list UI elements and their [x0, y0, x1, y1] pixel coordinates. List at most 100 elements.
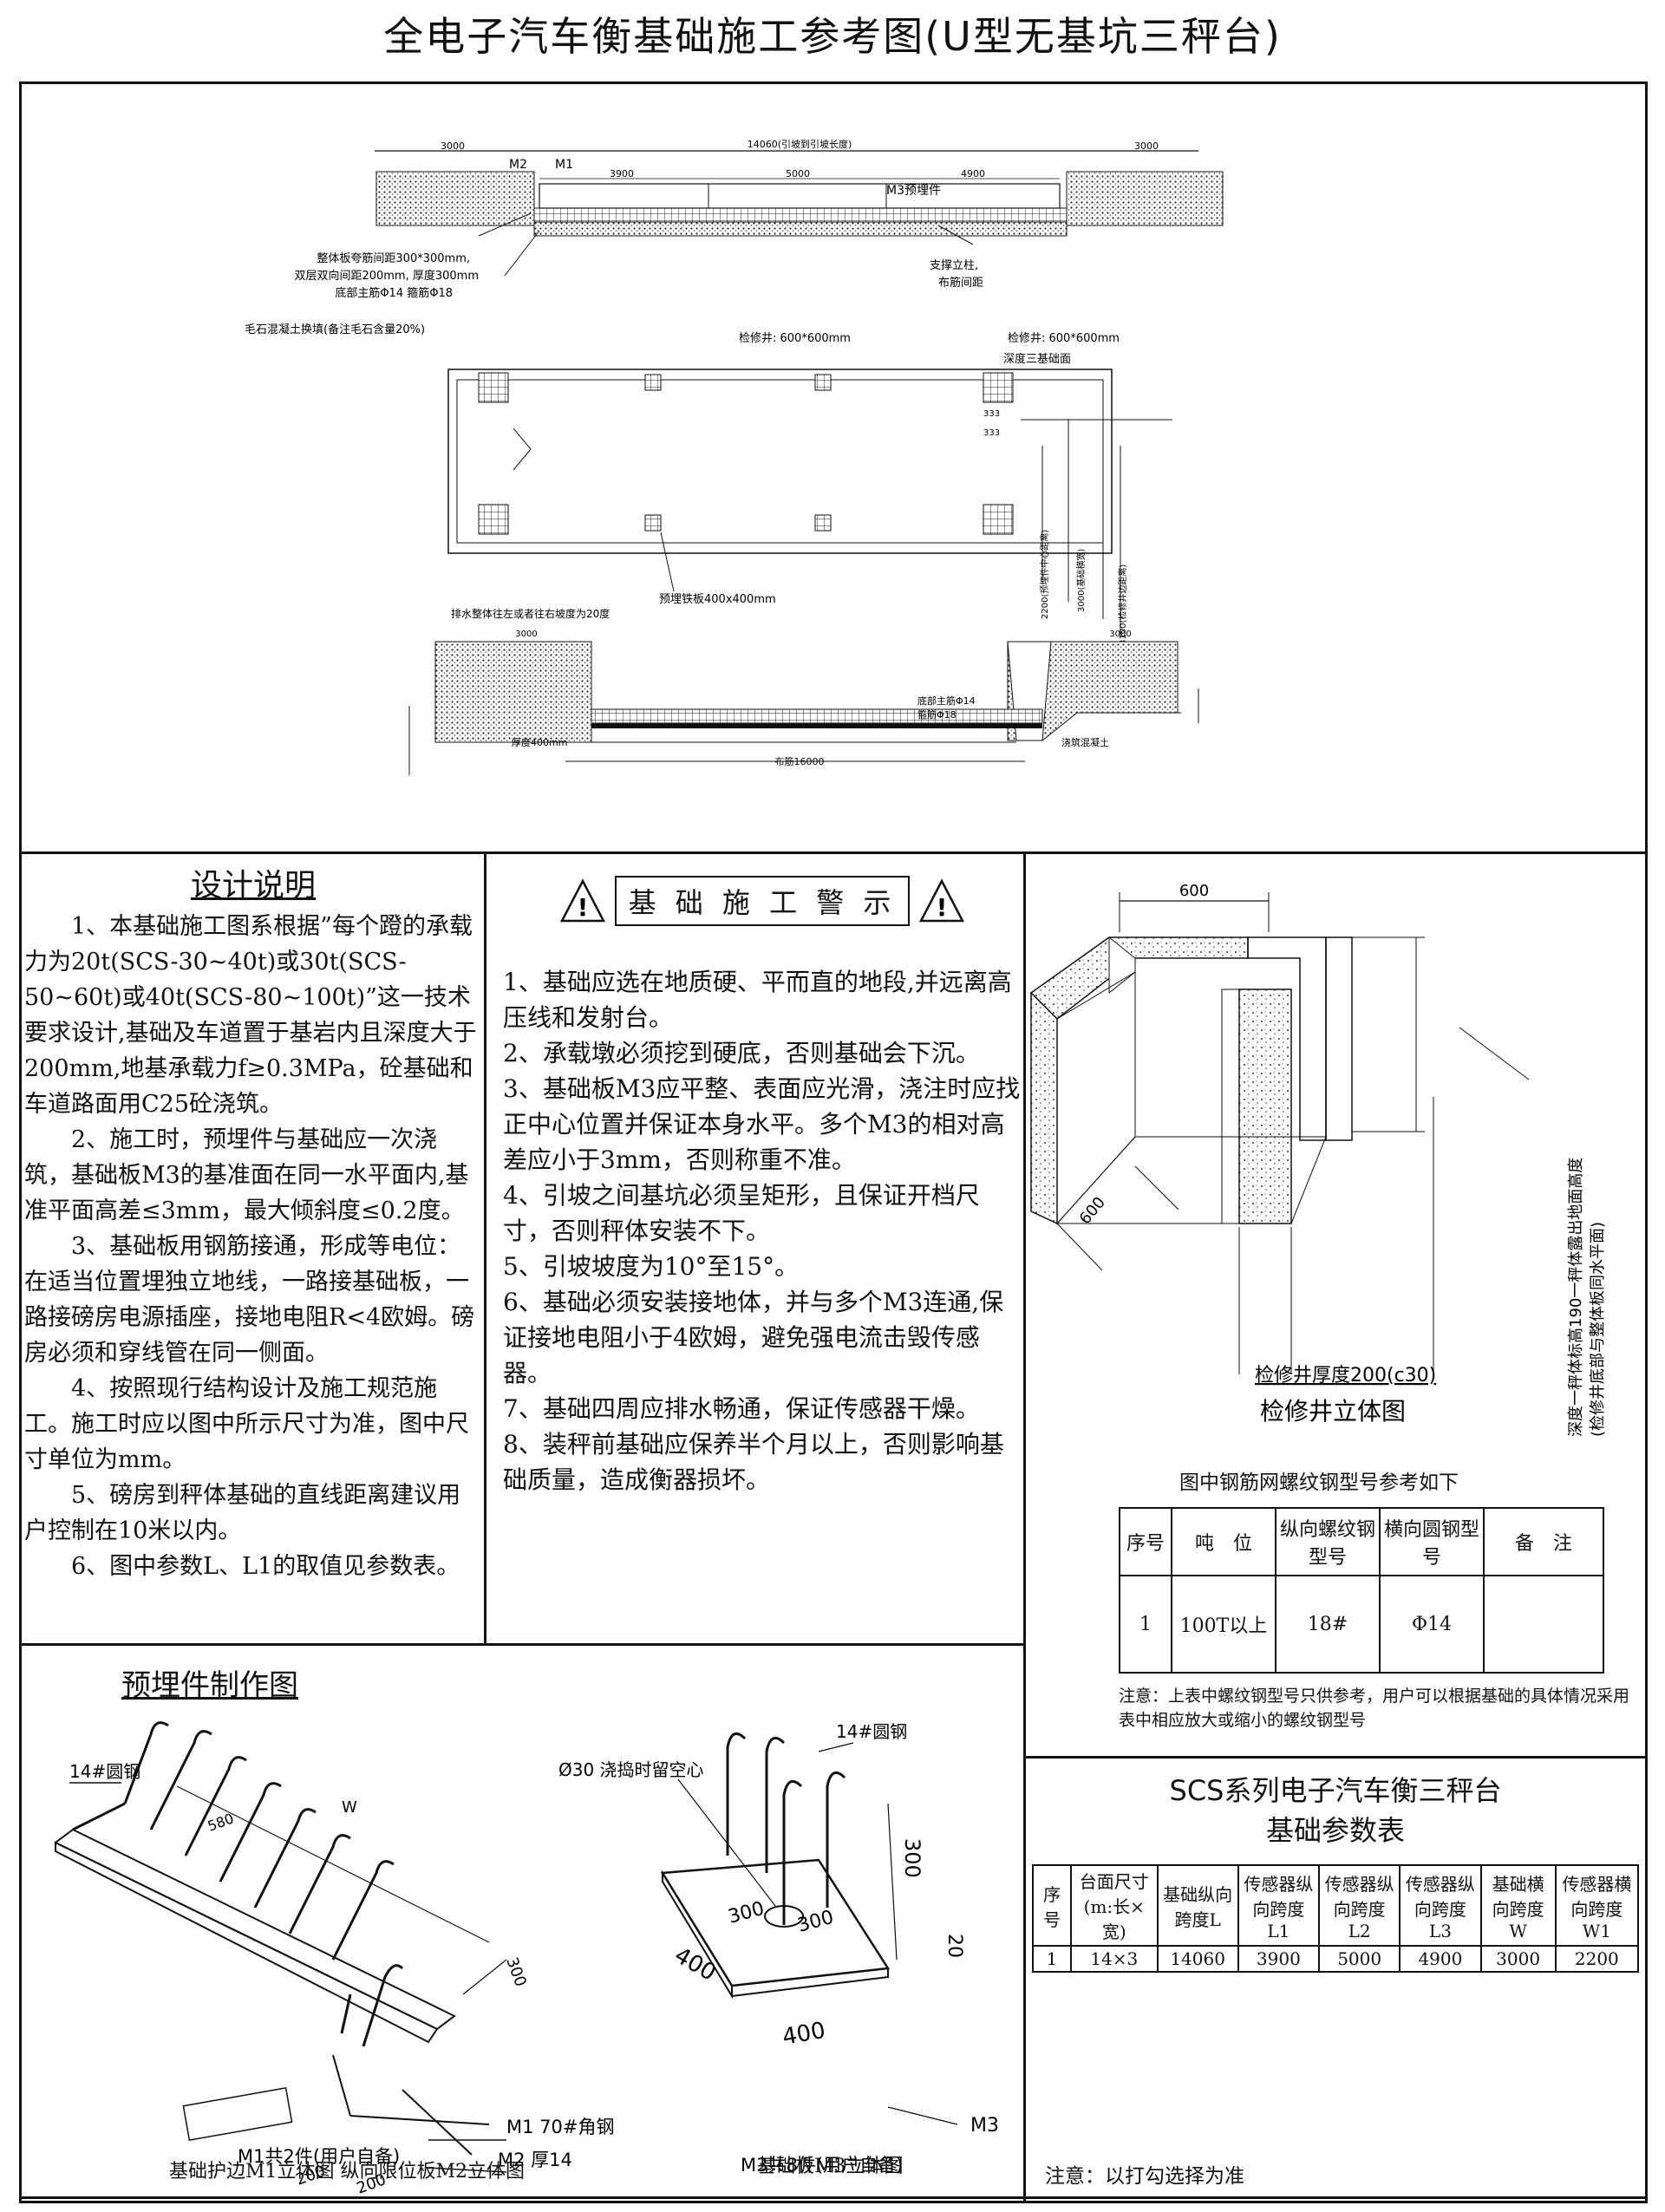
divider-right-bottom [1023, 1756, 1648, 1759]
m1-caption: 基础护边M1立体图 纵向限位板M2立体图 [169, 2161, 526, 2183]
m1-dim-580: 580 [206, 1810, 236, 1834]
divider-bottom [19, 2196, 1648, 2199]
dim-4900: 4900 [961, 168, 985, 179]
rebar-16000: 布筋16000 [775, 755, 825, 767]
params-title-1: SCS系列电子汽车衡三秤台 [1169, 1774, 1502, 1807]
rebar-table: 序号 吨 位 纵向螺纹钢型号 横向圆钢型号 备 注 1 100T以上 18# Φ… [1119, 1507, 1604, 1674]
m1-angle-label: M1 70#角钢 [506, 2117, 614, 2137]
warning-item-5: 5、引坡坡度为10°至15°。 [503, 1252, 800, 1281]
warning-item-1: 1、基础应选在地质硬、平而直的地段,并远离高压线和发射台。 [503, 968, 1012, 1032]
m3-rod-label: 14#圆钢 [836, 1721, 907, 1742]
well-side-text-1: 深度一秤体标高190一秤体露出地面高度 [1567, 1158, 1585, 1437]
warning-item-7: 7、基础四周应排水畅通，保证传感器干燥。 [503, 1394, 980, 1423]
params-cell-l: 14060 [1156, 1945, 1239, 1973]
params-title-2: 基础参数表 [1265, 1814, 1405, 1847]
warning-item-2: 2、承载墩必须挖到硬底，否则基础会下沉。 [503, 1039, 980, 1067]
well-dim-top: 600 [1179, 882, 1209, 900]
embed-plate-label: 预埋铁板400x400mm [659, 593, 776, 606]
svg-text:!: ! [577, 893, 588, 922]
rebar-cell-transverse: Φ14 [1379, 1575, 1485, 1674]
design-note-4: 4、按照现行结构设计及施工规范施工。施工时应以图中所示尺寸为准，图中尺寸单位为m… [24, 1375, 469, 1473]
rebar-table-title: 图中钢筋网螺纹钢型号参考如下 [1179, 1471, 1459, 1494]
params-footer: 注意：以打勾选择为准 [1045, 2165, 1244, 2188]
warnings-heading: 基 础 施 工 警 示 [614, 876, 911, 926]
dim-right-3000: 3000 [1134, 140, 1159, 152]
bottom-rebar-1: 底部主筋Φ14 [917, 695, 976, 707]
m3-dim-300-a: 300 [726, 1898, 767, 1928]
well-dim-side: 600 [1076, 1193, 1109, 1228]
rebar-header-longitudinal: 纵向螺纹钢型号 [1275, 1507, 1381, 1576]
params-cell-index: 1 [1032, 1945, 1072, 1973]
dim-5000: 5000 [786, 168, 810, 179]
label-m3: M3预埋件 [886, 184, 941, 198]
divider-notes [484, 852, 486, 1643]
concrete-label: 浇筑混凝土 [1061, 736, 1109, 748]
m1-dim-300: 300 [502, 1955, 529, 1989]
svg-text:!: ! [937, 893, 948, 922]
inspection-left: 检修井: 600*600mm [739, 332, 851, 345]
design-note-3: 3、基础板用钢筋接通，形成等电位：在适当位置埋独立地线，一路接基础板，一路接磅房… [24, 1233, 475, 1367]
embed-parts-drawing: 14#圆钢 W 580 300 200 200 M1 70#角钢 M2 厚14 … [54, 1721, 999, 2194]
page-title: 全电子汽车衡基础施工参考图(U型无基坑三秤台) [383, 13, 1282, 60]
params-cell-w: 3000 [1479, 1945, 1557, 1973]
m3-tag: M3 [970, 2115, 999, 2137]
vert-3100: 3100(检修井边距离) [1117, 564, 1128, 645]
rebar-cell-longitudinal: 18# [1275, 1575, 1381, 1674]
side-section-view [375, 150, 1224, 277]
dim-3900: 3900 [610, 168, 634, 179]
drain-note: 排水整体往左或者往右坡度为20度 [451, 607, 610, 620]
m3-caption: 基础板M3立体图 [757, 2156, 904, 2177]
m1-dim-w: W [342, 1798, 357, 1817]
rebar-cell-index: 1 [1119, 1575, 1172, 1674]
params-section: SCS系列电子汽车衡三秤台 基础参数表 序号 台面尺寸(m:长×宽) 基础纵向跨… [1032, 1769, 1640, 1973]
params-cell-size: 14×3 [1070, 1945, 1159, 1973]
rebar-table-note: 注意：上表中螺纹钢型号只供参考，用户可以根据基础的具体情况采用表中相应放大或缩小… [1119, 1687, 1630, 1730]
dim-total: 14060(引坡到引坡长度) [748, 138, 852, 150]
support-note-2: 布筋间距 [938, 276, 983, 290]
params-header-size: 台面尺寸(m:长×宽) [1070, 1864, 1159, 1947]
m3-drawing [660, 1732, 891, 2000]
m1-rod-label: 14#圆钢 [69, 1761, 140, 1782]
warnings-panel: ! 基 础 施 工 警 示 ! 1、基础应选在地质硬、平而直的地段,并远离高压线… [503, 876, 1022, 1498]
params-header-l1: 传感器纵向跨度L1 [1237, 1864, 1321, 1947]
well-caption: 检修井立体图 [1260, 1397, 1406, 1426]
rubble-note: 毛石混凝土换填(备注毛石含量20%) [245, 323, 425, 336]
rebar-cell-tonnage: 100T以上 [1171, 1575, 1276, 1674]
plan-view [447, 369, 1172, 636]
divider-top [19, 852, 1648, 854]
params-header-l2: 传感器纵向跨度L2 [1318, 1864, 1401, 1947]
params-header-w: 基础横向跨度W [1479, 1864, 1557, 1947]
warning-item-6: 6、基础必须安装接地体，并与多个M3连通,保证接地电阻小于4欧姆，避免强电流击毁… [503, 1288, 1004, 1387]
label-m2: M2 [509, 158, 527, 172]
warning-item-4: 4、引坡之间基坑必须呈矩形，且保证开档尺寸，否则秤体安装不下。 [503, 1181, 980, 1245]
drawing-frame [19, 82, 1648, 2203]
thickness-label: 厚度400mm [512, 736, 567, 748]
params-header-l: 基础纵向跨度L [1156, 1864, 1239, 1947]
m3-dim-300-vertical: 300 [900, 1838, 924, 1878]
design-note-1: 1、本基础施工图系根据”每个蹬的承载力为20t(SCS-30~40t)或30t(… [24, 913, 477, 1118]
rebar-note-1: 整体板夸筋间距300*300mm, [317, 251, 470, 265]
dim-left-3000: 3000 [441, 140, 465, 152]
rebar-header-tonnage: 吨 位 [1171, 1507, 1276, 1576]
m3-dim-400-a: 400 [670, 1942, 721, 1987]
dim-333-b: 333 [983, 428, 1000, 438]
m3-dim-20: 20 [944, 1934, 965, 1958]
inspection-well-drawing: 600 600 深度一秤体标高190一秤体露出地面高度 (检修井底部与整体板同水… [1029, 882, 1607, 1437]
m3-dim-400-b: 400 [780, 2018, 827, 2051]
vert-2200: 2200(预埋件中心距离) [1039, 530, 1050, 619]
params-cell-l3: 4900 [1399, 1945, 1482, 1973]
design-notes-panel: 设计说明 1、本基础施工图系根据”每个蹬的承载力为20t(SCS-30~40t)… [24, 860, 482, 1584]
well-thickness-label: 检修井厚度200(c30) [1255, 1365, 1436, 1387]
warning-icon: ! [559, 878, 605, 923]
rebar-header-remark: 备 注 [1483, 1507, 1604, 1576]
m1-drawing [54, 1721, 490, 2156]
params-header-l3: 传感器纵向跨度L3 [1399, 1864, 1482, 1947]
inspection-right: 检修井: 600*600mm [1008, 332, 1120, 345]
rebar-header-index: 序号 [1119, 1507, 1172, 1576]
design-note-2: 2、施工时，预埋件与基础应一次浇筑，基础板M3的基准面在同一水平面内,基准平面高… [24, 1126, 469, 1224]
m1-count: M1共2件(用户自备) [238, 2146, 400, 2167]
m3-hole-label: Ø30 浇捣时留空心 [558, 1759, 704, 1780]
warning-icon: ! [919, 878, 965, 923]
vert-3000: 3000(基础横宽) [1075, 549, 1087, 612]
foundation-drawings: 3000 14060(引坡到引坡长度) 3000 3900 5000 4900 … [245, 138, 1224, 775]
